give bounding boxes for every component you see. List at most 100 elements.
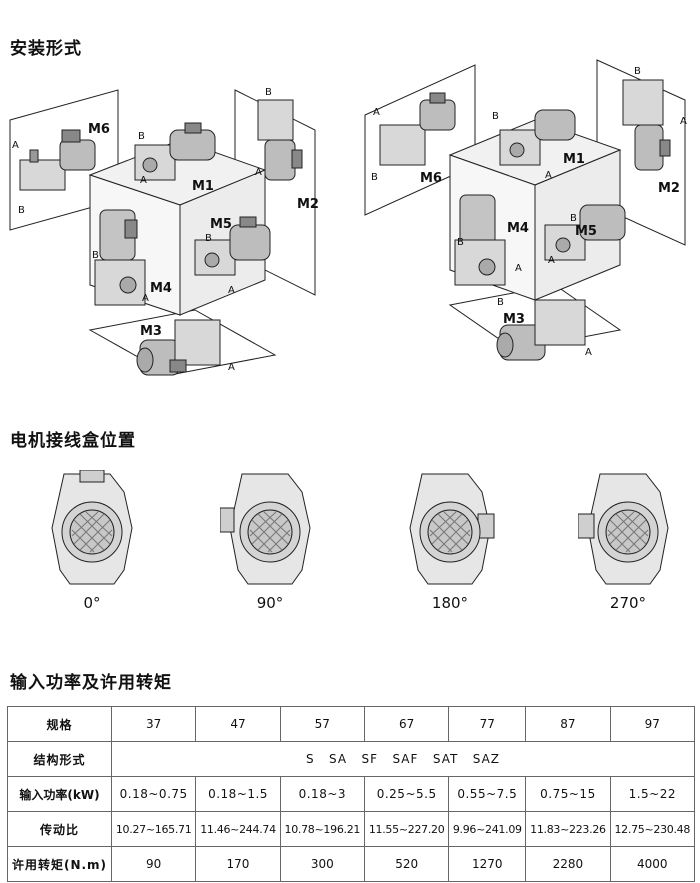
row-header-structure: 结构形式 xyxy=(7,741,112,777)
terminal-box-180-drawing xyxy=(409,473,495,585)
size-cell: 97 xyxy=(609,706,696,742)
label-m5: M5 xyxy=(575,224,597,239)
letter-b: B xyxy=(265,87,272,98)
letter-a: A xyxy=(515,263,522,274)
angle-label-90: 90° xyxy=(256,594,284,612)
power-cell: 0.55~7.5 xyxy=(448,776,527,812)
ratio-cell: 10.27~165.71 xyxy=(110,811,197,847)
ratio-cell: 12.75~230.48 xyxy=(609,811,696,847)
table-row-power: 输入功率(kW) 0.18~0.75 0.18~1.5 0.18~3 0.25~… xyxy=(7,776,696,812)
angle-label-270: 270° xyxy=(609,594,647,612)
torque-cell: 1270 xyxy=(448,846,527,882)
motor-m1 xyxy=(499,109,576,166)
letter-b: B xyxy=(18,205,25,216)
letter-a: A xyxy=(228,285,235,296)
torque-cell: 300 xyxy=(279,846,365,882)
table-row-structure: 结构形式 S SA SF SAF SAT SAZ xyxy=(7,741,695,777)
label-m4: M4 xyxy=(150,281,172,296)
power-cell: 0.25~5.5 xyxy=(363,776,450,812)
torque-cell: 520 xyxy=(363,846,450,882)
mounting-diagram-right: M1 M6 M2 M4 M5 M3 A B B A B A B A B A B … xyxy=(364,59,687,361)
motor-m4 xyxy=(454,194,506,286)
torque-cell: 4000 xyxy=(609,846,696,882)
letter-a: A xyxy=(680,116,687,127)
ratio-cell: 10.78~196.21 xyxy=(279,811,365,847)
mounting-diagram-left: M6 M1 M2 M5 M4 M3 A B B A B A B A B A A xyxy=(9,87,319,376)
letter-b: B xyxy=(457,237,464,248)
torque-cell: 170 xyxy=(195,846,281,882)
letter-b: B xyxy=(634,66,641,77)
label-m6: M6 xyxy=(420,171,442,186)
torque-cell: 2280 xyxy=(525,846,611,882)
ratio-cell: 11.46~244.74 xyxy=(195,811,281,847)
motor-m5 xyxy=(194,216,271,276)
mounting-section-title: 安装形式 xyxy=(10,39,82,59)
label-m3: M3 xyxy=(140,324,162,339)
row-header-torque: 许用转矩(N.m) xyxy=(7,846,112,882)
terminal-box-270-drawing xyxy=(578,473,669,585)
power-cell: 1.5~22 xyxy=(609,776,696,812)
label-m6: M6 xyxy=(88,122,110,137)
letter-a: A xyxy=(255,167,262,178)
letter-a: A xyxy=(142,293,149,304)
letter-a: A xyxy=(545,170,552,181)
motor-m6 xyxy=(379,92,456,166)
size-cell: 47 xyxy=(195,706,281,742)
motor-m3 xyxy=(496,299,586,361)
motor-m2 xyxy=(257,99,303,181)
size-cell: 67 xyxy=(363,706,450,742)
ratio-cell: 11.83~223.26 xyxy=(525,811,611,847)
motor-m5 xyxy=(544,204,626,261)
letter-b: B xyxy=(205,233,212,244)
label-m2: M2 xyxy=(297,197,319,212)
table-row-size: 规格 37 47 57 67 77 87 97 xyxy=(7,706,696,742)
angle-label-0: 0° xyxy=(83,594,101,612)
terminal-box-90-drawing xyxy=(220,473,311,585)
power-torque-section-title: 输入功率及许用转矩 xyxy=(10,673,172,693)
power-cell: 0.18~0.75 xyxy=(110,776,197,812)
motor-m2 xyxy=(622,79,671,171)
motor-m6 xyxy=(19,129,96,191)
motor-m3 xyxy=(136,319,221,376)
letter-a: A xyxy=(12,140,19,151)
letter-a: A xyxy=(373,107,380,118)
letter-b: B xyxy=(492,111,499,122)
ratio-cell: 11.55~227.20 xyxy=(363,811,450,847)
torque-cell: 90 xyxy=(110,846,197,882)
label-m2: M2 xyxy=(658,181,680,196)
angle-label-180: 180° xyxy=(431,594,469,612)
power-cell: 0.75~15 xyxy=(525,776,611,812)
letter-b: B xyxy=(570,213,577,224)
letter-b: B xyxy=(92,250,99,261)
table-row-torque: 许用转矩(N.m) 90 170 300 520 1270 2280 4000 xyxy=(7,846,696,882)
letter-b: B xyxy=(371,172,378,183)
size-cell: 87 xyxy=(525,706,611,742)
terminal-box-section-title: 电机接线盒位置 xyxy=(10,431,136,451)
row-header-size: 规格 xyxy=(7,706,112,742)
letter-b: B xyxy=(497,297,504,308)
letter-a: A xyxy=(140,175,147,186)
motor-m1 xyxy=(134,122,216,181)
label-m1: M1 xyxy=(192,179,214,194)
letter-a: A xyxy=(548,255,555,266)
letter-a: A xyxy=(228,362,235,373)
power-cell: 0.18~3 xyxy=(279,776,365,812)
label-m1: M1 xyxy=(563,152,585,167)
size-cell: 77 xyxy=(448,706,527,742)
label-m4: M4 xyxy=(507,221,529,236)
size-cell: 37 xyxy=(110,706,197,742)
letter-a: A xyxy=(585,347,592,358)
row-header-power: 输入功率(kW) xyxy=(7,776,112,812)
terminal-box-0-drawing xyxy=(51,470,133,585)
size-cell: 57 xyxy=(279,706,365,742)
structure-cell: S SA SF SAF SAT SAZ xyxy=(111,741,695,777)
spec-table: 规格 37 47 57 67 77 87 97 结构形式 S SA SF SAF… xyxy=(7,706,696,882)
motor-m4 xyxy=(94,209,146,306)
ratio-cell: 9.96~241.09 xyxy=(448,811,527,847)
row-header-ratio: 传动比 xyxy=(7,811,112,847)
label-m3: M3 xyxy=(503,312,525,327)
power-cell: 0.18~1.5 xyxy=(195,776,281,812)
label-m5: M5 xyxy=(210,217,232,232)
table-row-ratio: 传动比 10.27~165.71 11.46~244.74 10.78~196.… xyxy=(7,811,696,847)
letter-b: B xyxy=(138,131,145,142)
